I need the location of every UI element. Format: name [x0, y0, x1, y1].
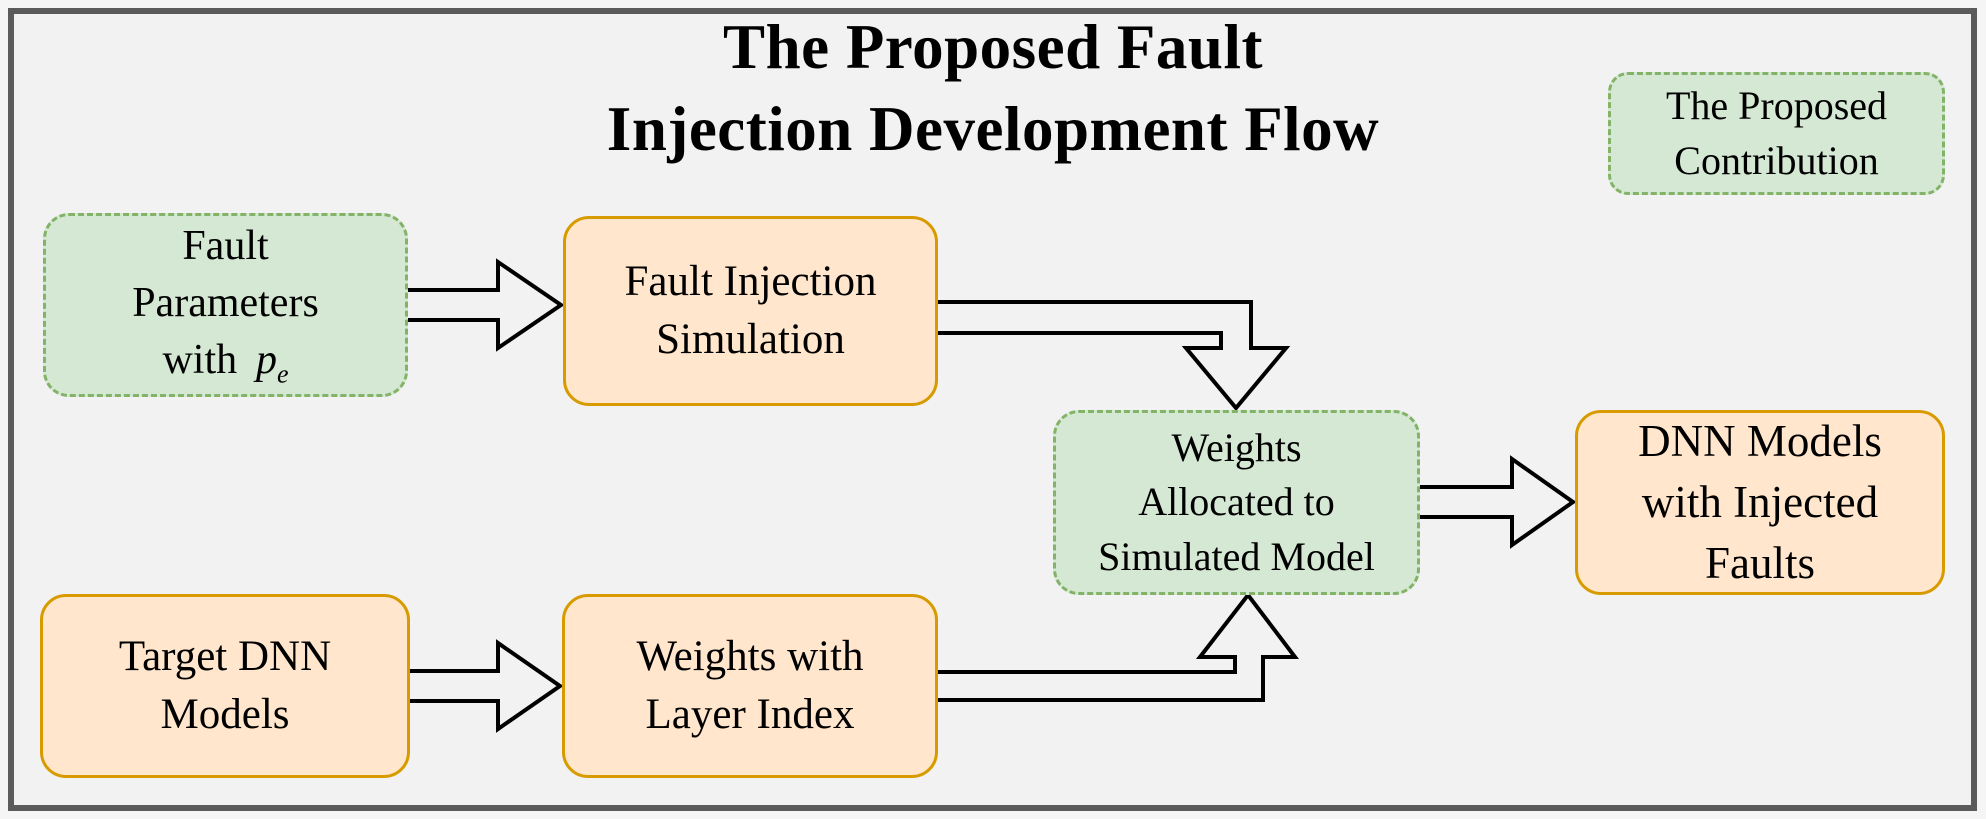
arrow-simulation-to-weights-allocated-icon	[934, 300, 1291, 412]
probability-symbol: pe	[256, 337, 289, 389]
node-line: with Injected	[1641, 476, 1879, 527]
node-line: Simulated Model	[1098, 533, 1375, 579]
node-line: Simulation	[656, 316, 845, 363]
title-line-1: The Proposed Fault	[723, 12, 1263, 82]
node-line: DNN Models	[1638, 415, 1882, 466]
node-line: Parameters	[132, 280, 319, 327]
node-line: Target DNN	[118, 632, 332, 680]
node-target-dnn-models: Target DNN Models	[40, 594, 410, 778]
node-line: Allocated to	[1138, 479, 1335, 525]
legend-line: The Proposed	[1665, 83, 1888, 129]
node-weights-with-layer-index: Weights with Layer Index	[562, 594, 938, 778]
legend-line: Contribution	[1674, 137, 1879, 183]
formula-prefix: with	[162, 337, 238, 384]
node-fault-injection-simulation: Fault Injection Simulation	[563, 216, 938, 406]
node-line: Weights	[1171, 424, 1302, 470]
node-line: Weights with	[636, 632, 864, 680]
node-line: Layer Index	[645, 691, 855, 738]
node-line: Faults	[1704, 538, 1816, 589]
arrow-target-to-layer-index-icon	[406, 639, 564, 733]
node-line: Fault	[182, 222, 269, 269]
node-line: Fault Injection	[624, 257, 877, 305]
node-weights-allocated-to-simulated-model: Weights Allocated to Simulated Model	[1053, 410, 1420, 595]
arrow-weights-allocated-to-dnn-models-icon	[1416, 455, 1577, 549]
legend-proposed-contribution: The Proposed Contribution	[1608, 72, 1945, 195]
node-dnn-models-with-injected-faults: DNN Models with Injected Faults	[1575, 410, 1945, 595]
node-line: Models	[160, 691, 290, 738]
page-title: The Proposed Fault Injection Development…	[0, 6, 1986, 170]
title-line-2: Injection Development Flow	[606, 94, 1380, 164]
arrow-params-to-simulation-icon	[404, 258, 565, 352]
arrow-layer-index-to-weights-allocated-icon	[934, 591, 1300, 702]
